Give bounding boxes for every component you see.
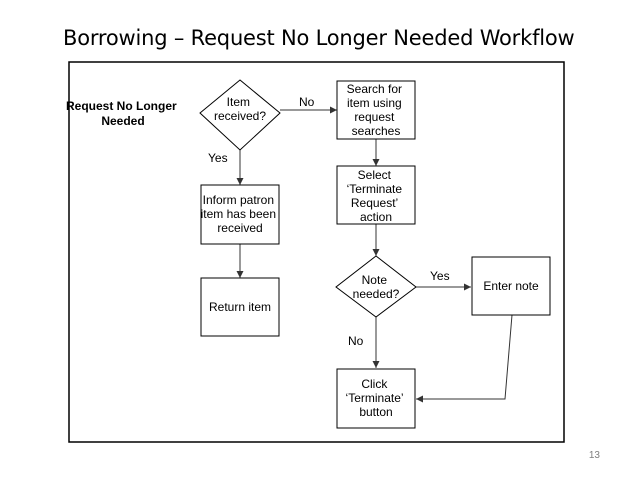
process-return-item	[200, 277, 280, 337]
process-search-item-label: Search for item using request searches	[347, 82, 406, 138]
process-select-terminate	[336, 165, 416, 225]
process-inform-patron	[200, 184, 280, 245]
process-click-terminate	[336, 368, 416, 429]
process-enter-note-label: Enter note	[483, 279, 539, 293]
slide-title: Borrowing – Request No Longer Needed Wor…	[63, 26, 575, 50]
process-click-terminate-label: Click ‘Terminate’ button	[346, 377, 407, 419]
process-return-item-label: Return item	[209, 300, 271, 314]
process-search-item	[336, 80, 416, 140]
process-enter-note	[471, 256, 551, 316]
side-label: Request No Longer Needed	[66, 99, 180, 128]
decision-note-needed-label: Note needed?	[353, 273, 400, 301]
process-select-terminate-label: Select ‘Terminate Request’ action	[347, 168, 406, 224]
edge-label-received-yes: Yes	[208, 151, 228, 165]
process-inform-patron-label: Inform patron item has been received	[201, 193, 280, 235]
edge-label-note-yes: Yes	[430, 269, 450, 283]
edge-enter-note-to-click	[416, 314, 513, 403]
edge-label-received-no: No	[299, 95, 315, 109]
edge-label-note-no: No	[348, 334, 364, 348]
decision-item-received-label: Item received?	[214, 95, 266, 123]
page-number: 13	[588, 450, 600, 461]
diagram-frame	[68, 61, 565, 443]
decision-note-needed	[335, 255, 417, 318]
decision-item-received	[199, 79, 281, 151]
